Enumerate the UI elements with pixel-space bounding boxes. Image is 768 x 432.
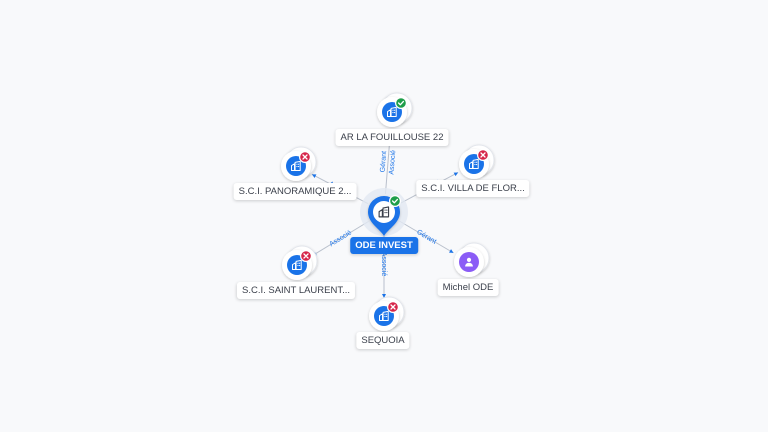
cross-icon [480, 152, 486, 158]
node-michel[interactable] [454, 242, 490, 277]
edge-arrow-panoramique [311, 174, 317, 178]
cross-icon [302, 154, 308, 160]
node-panoramique[interactable] [281, 146, 317, 181]
node-center[interactable] [360, 188, 408, 236]
edge-arrow-sequoia [382, 294, 386, 298]
node-label-sequoia[interactable]: SEQUOIA [356, 332, 410, 349]
node-sequoia[interactable] [369, 296, 405, 331]
node-label-michel[interactable]: Michel ODE [437, 279, 499, 296]
edge-laurent [312, 220, 369, 257]
edge-label: Associé [388, 150, 397, 175]
cross-icon [390, 304, 396, 310]
edge-arrow-michel [449, 249, 454, 253]
edge-label: Gérant [380, 151, 389, 173]
node-label-villa[interactable]: S.C.I. VILLA DE FLOR... [416, 180, 530, 197]
nodes-layer [281, 92, 495, 331]
center-node-label[interactable]: ODE INVEST [350, 237, 418, 254]
node-label-fouillouse[interactable]: AR LA FOUILLOUSE 22 [335, 129, 449, 146]
edge-label: Gérant [415, 229, 437, 246]
node-laurent[interactable] [282, 245, 318, 280]
center-icon-bg [373, 201, 395, 223]
status-active-icon [395, 96, 408, 109]
edge-label: Associé [380, 252, 387, 277]
edge-arrow-villa [453, 172, 459, 177]
node-icon-bg [459, 252, 479, 272]
center-building-icon [378, 206, 390, 218]
check-icon [397, 100, 405, 106]
node-label-laurent[interactable]: S.C.I. SAINT LAURENT... [236, 282, 356, 299]
check-icon [391, 198, 399, 204]
edge-michel [399, 220, 454, 254]
node-villa[interactable] [459, 144, 495, 179]
cross-icon [303, 253, 309, 259]
node-fouillouse[interactable] [377, 92, 413, 127]
status-active-icon [389, 195, 402, 208]
node-label-panoramique[interactable]: S.C.I. PANORAMIQUE 2... [233, 183, 357, 200]
